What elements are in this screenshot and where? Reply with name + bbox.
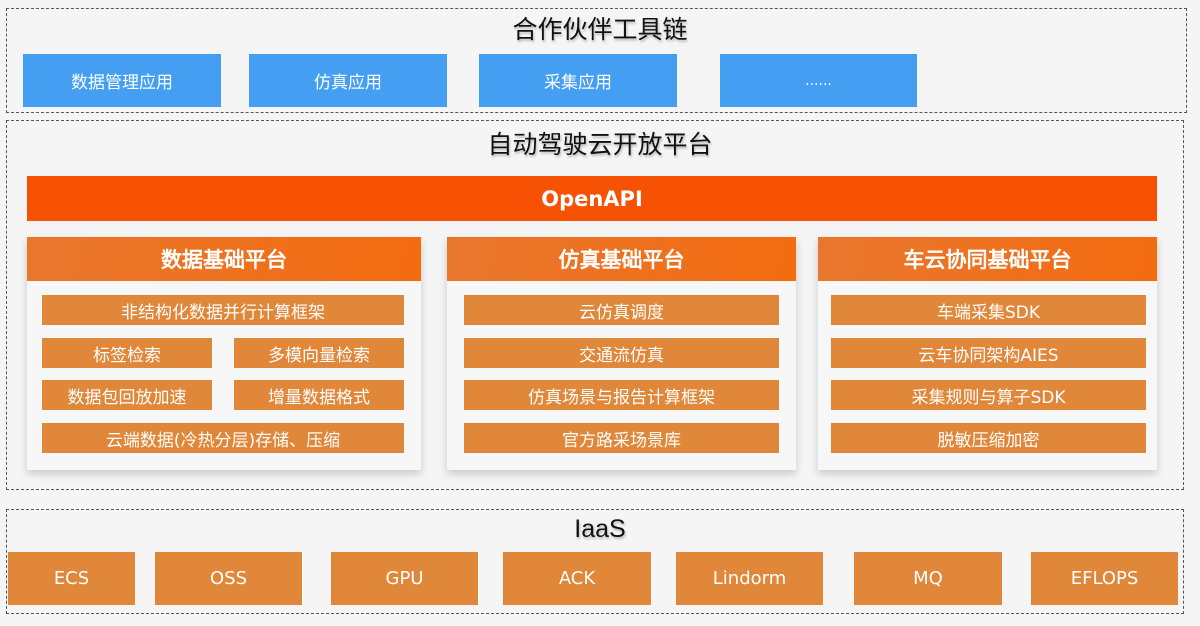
iaas-section	[6, 509, 1184, 614]
panel-item: 采集规则与算子SDK	[831, 380, 1146, 410]
panel-item: 非结构化数据并行计算框架	[42, 295, 404, 325]
data-platform-title: 数据基础平台	[27, 237, 421, 281]
iaas-item-oss: OSS	[155, 552, 302, 605]
simulation-platform-title: 仿真基础平台	[447, 237, 796, 281]
iaas-item-lindorm: Lindorm	[676, 552, 823, 605]
iaas-item-mq: MQ	[854, 552, 1002, 605]
panel-item: 云仿真调度	[464, 295, 779, 325]
open-platform-title: 自动驾驶云开放平台	[487, 130, 713, 159]
panel-item: 车端采集SDK	[831, 295, 1146, 325]
panel-item: 云端数据(冷热分层)存储、压缩	[42, 423, 404, 453]
iaas-title: IaaS	[574, 515, 626, 543]
iaas-item-gpu: GPU	[331, 552, 478, 605]
partner-app-data-management: 数据管理应用	[23, 54, 221, 107]
partner-app-simulation: 仿真应用	[249, 54, 447, 107]
iaas-item-ecs: ECS	[8, 552, 135, 605]
panel-item: 脱敏压缩加密	[831, 423, 1146, 453]
panel-item: 多模向量检索	[234, 338, 404, 368]
open-platform-section	[6, 120, 1184, 490]
panel-item: 交通流仿真	[464, 338, 779, 368]
partner-app-collection: 采集应用	[479, 54, 677, 107]
iaas-item-eflops: EFLOPS	[1031, 552, 1178, 605]
panel-item: 增量数据格式	[234, 380, 404, 410]
panel-item: 云车协同架构AIES	[831, 338, 1146, 368]
panel-item: 数据包回放加速	[42, 380, 212, 410]
partner-toolchain-title: 合作伙伴工具链	[512, 15, 688, 44]
vehicle-cloud-platform-title: 车云协同基础平台	[818, 237, 1157, 281]
iaas-item-ack: ACK	[503, 552, 651, 605]
panel-item: 仿真场景与报告计算框架	[464, 380, 779, 410]
panel-item: 官方路采场景库	[464, 423, 779, 453]
partner-app-more: ......	[720, 54, 917, 107]
panel-item: 标签检索	[42, 338, 212, 368]
partner-toolchain-section	[6, 8, 1187, 113]
openapi-bar: OpenAPI	[27, 176, 1157, 221]
